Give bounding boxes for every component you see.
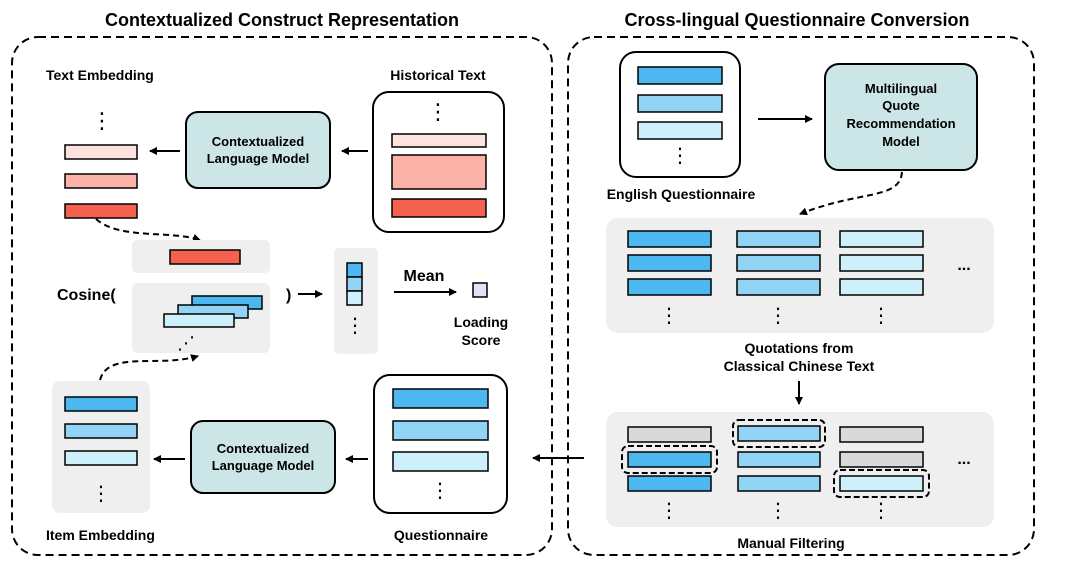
quotations-label-line1: Quotations from — [745, 340, 854, 356]
historical-bar-light — [391, 133, 487, 148]
vertical-ellipsis-icon: ⋮ — [91, 108, 113, 133]
filter-bar — [627, 475, 712, 492]
filter-bar-selected — [839, 475, 924, 492]
questionnaire-bar-mid — [392, 420, 489, 441]
quote-bar — [627, 230, 712, 248]
quote-bar — [839, 278, 924, 296]
score-cell-3 — [346, 290, 363, 306]
mqr-model-line3: Recommendation — [846, 116, 955, 131]
filter-bar — [737, 475, 821, 492]
quotations-column-1 — [627, 230, 712, 296]
english-bar-mid — [637, 94, 723, 113]
filter-bar-rejected — [839, 426, 924, 443]
item-embedding-bar-light — [64, 450, 138, 466]
quote-bar — [839, 254, 924, 272]
dashed-arrow-mqr-to-quotations — [799, 171, 903, 216]
quotations-column-2 — [736, 230, 821, 296]
left-panel-title: Contextualized Construct Representation — [105, 10, 459, 30]
clm-bottom-line2: Language Model — [212, 458, 315, 473]
manual-filtering-label: Manual Filtering — [737, 535, 844, 551]
quote-bar — [736, 278, 821, 296]
loading-score-line2: Score — [462, 332, 501, 348]
questionnaire-box — [373, 374, 508, 514]
historical-bar-dark — [391, 198, 487, 218]
vertical-ellipsis-icon: ⋮ — [670, 145, 690, 167]
quote-bar — [839, 230, 924, 248]
clm-top-box — [185, 111, 331, 189]
vertical-ellipsis-icon: ⋮ — [871, 305, 891, 327]
filter-bar-selected — [627, 451, 712, 468]
vertical-ellipsis-icon: ⋮ — [659, 305, 679, 327]
quotations-column-3 — [839, 230, 924, 296]
clm-top-line2: Language Model — [207, 151, 310, 166]
horizontal-ellipsis-icon: ... — [957, 257, 970, 274]
vertical-ellipsis-icon: ⋮ — [430, 480, 450, 502]
filter-selection-outline — [621, 445, 718, 474]
cosine-stack-bar-front — [163, 313, 235, 328]
cosine-close-paren: ) — [286, 287, 291, 304]
text-embedding-bar-mid — [64, 173, 138, 189]
clm-top-line1: Contextualized — [212, 134, 305, 149]
english-questionnaire-label: English Questionnaire — [607, 186, 756, 202]
cosine-top-bar — [169, 249, 241, 265]
vertical-ellipsis-icon: ⋮ — [91, 483, 111, 505]
mqr-model-line2: Quote — [882, 98, 920, 113]
historical-text-label: Historical Text — [390, 67, 486, 83]
mqr-model-box — [824, 63, 978, 171]
vertical-ellipsis-icon: ⋮ — [345, 315, 365, 337]
filter-bar — [737, 451, 821, 468]
quote-bar — [627, 254, 712, 272]
score-cell-2 — [346, 276, 363, 292]
right-panel-title: Cross-lingual Questionnaire Conversion — [624, 10, 969, 30]
vertical-ellipsis-icon: ⋮ — [659, 500, 679, 522]
loading-score-line1: Loading — [454, 314, 508, 330]
filter-bar-selected — [737, 425, 821, 442]
cosine-label: Cosine( — [57, 287, 116, 304]
vertical-ellipsis-icon: ⋮ — [768, 500, 788, 522]
loading-score-square — [472, 282, 488, 298]
vertical-ellipsis-icon: ⋮ — [427, 99, 449, 124]
filtering-column-3 — [833, 426, 930, 498]
filter-selection-outline — [833, 469, 930, 498]
historical-bar-mid — [391, 154, 487, 190]
mean-label: Mean — [404, 268, 445, 285]
quote-bar — [736, 254, 821, 272]
item-embedding-panel — [52, 381, 150, 513]
item-embedding-bar-dark — [64, 396, 138, 412]
item-embedding-label: Item Embedding — [46, 527, 155, 543]
filtering-column-2 — [732, 419, 826, 492]
quote-bar — [736, 230, 821, 248]
text-embedding-label: Text Embedding — [46, 67, 154, 83]
vertical-ellipsis-icon: ⋮ — [768, 305, 788, 327]
mqr-model-line4: Model — [882, 134, 920, 149]
questionnaire-bar-dark — [392, 388, 489, 409]
filter-selection-outline — [732, 419, 826, 448]
dashed-arrow-embedding-to-cosine — [95, 218, 201, 242]
score-cell-1 — [346, 262, 363, 278]
clm-bottom-box — [190, 420, 336, 494]
questionnaire-label: Questionnaire — [394, 527, 488, 543]
filter-bar-rejected — [839, 451, 924, 468]
questionnaire-bar-light — [392, 451, 489, 472]
left-panel-border — [11, 36, 553, 556]
text-embedding-bar-dark — [64, 203, 138, 219]
filter-bar-rejected — [627, 426, 712, 443]
filtering-column-1 — [621, 426, 718, 492]
dashed-arrow-item-to-cosine — [99, 354, 199, 381]
mqr-model-line1: Multilingual — [865, 81, 937, 96]
clm-bottom-line1: Contextualized — [217, 441, 310, 456]
quotations-label-line2: Classical Chinese Text — [724, 358, 875, 374]
vertical-ellipsis-icon: ⋮ — [871, 500, 891, 522]
quote-bar — [627, 278, 712, 296]
item-embedding-bar-mid — [64, 423, 138, 439]
diagonal-ellipsis-icon: ⋰ — [177, 333, 195, 353]
horizontal-ellipsis-icon: ... — [957, 451, 970, 468]
english-bar-light — [637, 121, 723, 140]
english-bar-dark — [637, 66, 723, 85]
text-embedding-bar-light — [64, 144, 138, 160]
